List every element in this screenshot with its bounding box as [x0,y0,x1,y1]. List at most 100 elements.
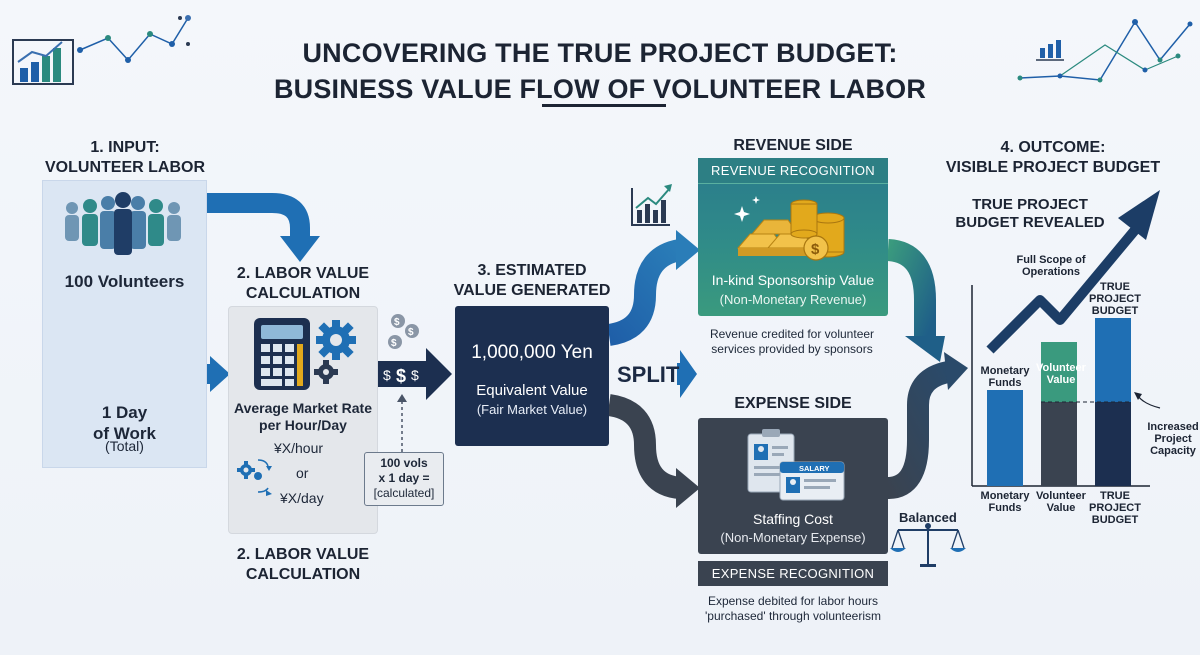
expense-note-line-1: Expense debited for labor hours [707,594,879,608]
svg-text:$: $ [396,366,406,386]
outcome-heading-line-2: VISIBLE PROJECT BUDGET [945,159,1161,176]
revenue-title: In-kind Sponsorship Value [711,272,875,288]
capacity-line-3: Capacity [1150,445,1196,457]
bar-true-budget-bottom [1095,402,1131,486]
bar-top-volunteer-line-1: Volunteer [1036,362,1086,374]
bar-top-volunteer-line-2: Value [1046,374,1076,386]
expense-subtitle: (Non-Monetary Expense) [720,530,866,545]
work-duration-line-2: of Work [93,424,156,443]
capacity-label: Increased Project Capacity [1146,421,1200,457]
outcome-heading-line-1: 4. OUTCOME: [1000,139,1106,156]
rate-or: or [296,465,309,481]
split-label: SPLIT [617,362,680,387]
calculator-icon [254,318,310,390]
bar-top-true-line-3: BUDGET [1091,305,1139,317]
bar-bottom-true-line-1: TRUE [1100,490,1130,502]
bar-bottom-monetary-line-1: Monetary [980,490,1030,502]
calc-heading-top-line-1: 2. LABOR VALUE [236,265,370,282]
svg-text:$: $ [811,241,820,258]
title-line-2: BUSINESS VALUE FLOW OF VOLUNTEER LABOR [273,74,927,104]
bar-top-label-monetary: Monetary Funds [974,365,1036,389]
outcome-chart [971,190,1161,487]
bar-volunteer-value [1041,342,1077,402]
arrow-expense-to-outcome [887,352,968,499]
gold-bars-icon: $ [734,196,845,261]
bar-top-monetary-line-2: Funds [988,377,1022,389]
budget-revealed-label: TRUE PROJECT BUDGET REVEALED [950,196,1110,232]
calc-heading-top: 2. LABOR VALUE CALCULATION [208,264,398,304]
bar-bottom-label-true-budget: TRUE PROJECT BUDGET [1084,490,1146,526]
formula-line-2: x 1 day = [378,471,430,485]
arrow-to-expense [606,394,700,508]
value-box [455,306,609,446]
calc-heading-bottom-line-1: 2. LABOR VALUE [236,546,370,563]
calc-heading-bottom: 2. LABOR VALUE CALCULATION [208,545,398,585]
bar-bottom-label-volunteer: Volunteer Value [1030,490,1092,514]
title-underline [542,104,666,107]
bar-top-true-line-1: TRUE [1100,281,1130,293]
line-chart-icon [631,184,672,226]
equivalent-value-label: Equivalent Value [476,382,588,399]
bar-top-label-volunteer: Volunteer Value [1030,362,1092,386]
revenue-note-line-1: Revenue credited for volunteer [709,327,875,341]
title-line-1: UNCOVERING THE TRUE PROJECT BUDGET: [302,38,898,68]
full-scope-label: Full Scope of Operations [1006,254,1096,278]
budget-revealed-line-1: TRUE PROJECT [972,196,1088,213]
arrow-to-revenue [606,230,700,346]
input-heading: 1. INPUT: VOLUNTEER LABOR [35,138,215,178]
revenue-note-line-2: services provided by sponsors [711,342,873,356]
svg-text:$: $ [394,317,400,328]
formula-line-3: [calculated] [373,486,435,500]
bar-true-budget-top [1095,318,1131,402]
calc-heading-bottom-line-2: CALCULATION [245,566,361,583]
work-duration-line-1: 1 Day [101,403,148,422]
expense-note-line-2: 'purchased' through volunteerism [704,609,881,623]
bar-bottom-true-line-2: PROJECT [1089,502,1141,514]
coins-icon: $ $ $ [388,314,419,349]
expense-title: Staffing Cost [753,511,833,527]
bar-top-label-true-budget: TRUE PROJECT BUDGET [1084,281,1146,317]
full-scope-line-2: Operations [1021,266,1081,278]
fair-market-value-note: (Fair Market Value) [476,402,588,417]
capacity-line-2: Project [1154,433,1192,445]
svg-text:$: $ [391,338,397,349]
formula-box: 100 vols x 1 day = [calculated] [364,452,444,506]
volunteer-count: 100 Volunteers [64,272,185,291]
salary-badge: SALARY [799,464,830,473]
capacity-line-1: Increased [1147,421,1199,433]
gear-icon [314,320,356,384]
work-duration: 1 Day of Work [42,402,207,444]
svg-text:$: $ [408,327,414,338]
average-rate-label: Average Market Rate per Hour/Day [228,400,378,434]
bar-bottom-monetary-line-2: Funds [988,502,1022,514]
full-scope-line-1: Full Scope of [1016,254,1086,266]
revenue-note: Revenue credited for volunteer services … [692,327,892,357]
arrow-revenue-to-outcome [886,239,945,362]
average-rate-line-1: Average Market Rate [234,400,372,416]
value-heading-line-2: VALUE GENERATED [453,282,611,299]
input-heading-line-1: 1. INPUT: [90,139,160,156]
revenue-subtitle: (Non-Monetary Revenue) [719,292,867,307]
page-title: UNCOVERING THE TRUE PROJECT BUDGET: BUSI… [200,35,1000,107]
bar-monetary-funds [987,390,1023,486]
revenue-heading: REVENUE SIDE [733,137,853,154]
average-rate-line-2: per Hour/Day [259,417,347,433]
budget-revealed-line-2: BUDGET REVEALED [955,214,1105,231]
calc-heading-top-line-2: CALCULATION [245,285,361,302]
id-card-icon: SALARY [747,429,845,501]
arrow-calc-to-value: $ $ $ [368,348,452,400]
deco-chart-left [12,15,191,85]
input-heading-line-2: VOLUNTEER LABOR [45,159,205,176]
expense-recognition-banner: EXPENSE RECOGNITION [698,561,888,586]
value-amount: 1,000,000 Yen [471,342,593,363]
rate-per-day: ¥X/day [280,490,324,506]
bar-top-true-line-2: PROJECT [1089,293,1141,305]
scale-icon [890,523,966,567]
bar-bottom-true-line-3: BUDGET [1091,514,1139,526]
value-heading: 3. ESTIMATED VALUE GENERATED [432,261,632,301]
arrow-input-to-calc [207,193,320,262]
bar-bottom-volunteer-line-2: Value [1046,502,1076,514]
bar-bottom-volunteer-line-1: Volunteer [1036,490,1086,502]
expense-heading: EXPENSE SIDE [734,395,852,412]
deco-chart-right [1017,19,1193,83]
